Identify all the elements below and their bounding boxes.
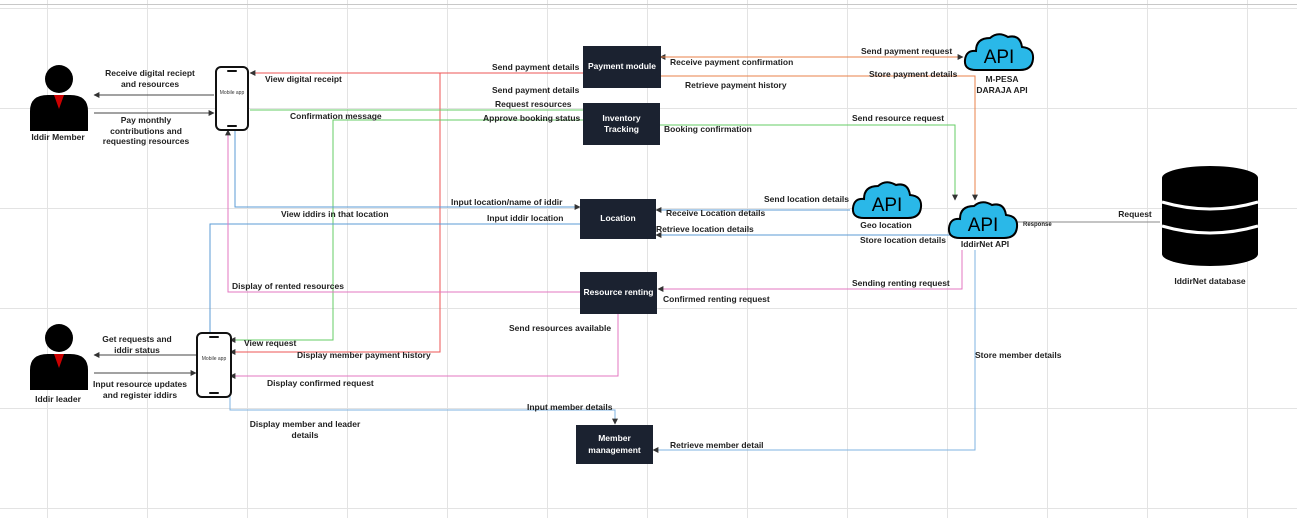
resource-renting-box: Resource renting [580,272,657,314]
label-view-receipt: View digital receipt [265,74,342,84]
member-app-label: Mobile app [219,90,245,96]
phone-notch [227,70,237,72]
label-pay-monthly-text: Pay monthly contributions and requesting… [102,115,190,147]
label-approve-booking: Approve booking status [483,113,581,123]
label-send-payment-details-2: Send payment details [492,85,580,95]
label-receive-receipt-text: Receive digital reciept and resources [105,68,195,89]
geo-location-label: Geo location [860,220,912,230]
label-store-payment-details: Store payment details [869,69,958,79]
label-input-location-name: Input location/name of iddir [451,197,563,207]
label-display-confirmed: Display confirmed request [267,378,374,388]
inventory-tracking-box: Inventory Tracking [583,103,660,145]
label-booking-confirmation: Booking confirmation [664,124,752,134]
location-box: Location [580,199,656,239]
label-display-member-leader: Display member and leader details [245,419,365,440]
label-store-member-details: Store member details [975,350,1062,360]
database-label: IddirNet database [1174,276,1246,286]
geo-api-text: API [872,195,903,216]
label-receive-location-details: Receive Location details [666,208,766,218]
label-display-rented: Display of rented resources [232,281,344,291]
member-management-box: Member management [576,425,653,464]
label-input-iddir-location: Input iddir location [487,213,564,223]
label-confirmed-renting: Confirmed renting request [663,294,770,304]
phone-home-bar [227,125,237,127]
phone-notch [209,336,219,338]
geo-api-cloud-icon: API [851,181,923,219]
label-view-iddirs-location: View iddirs in that location [281,209,389,219]
leader-mobile-app: Mobile app [196,332,232,398]
member-mobile-app: Mobile app [215,66,249,131]
label-send-payment-request: Send payment request [861,46,953,56]
label-request-resources: Request resources [495,99,572,109]
label-store-location-details: Store location details [860,235,946,245]
label-receive-payment-confirmation: Receive payment confirmation [670,57,794,67]
leader-actor-label: Iddir leader [35,394,81,404]
payment-module-box: Payment module [583,46,661,88]
mpesa-api-text: API [984,47,1015,68]
leader-person-icon [30,324,88,390]
db-response-label: Response [1023,222,1052,228]
phone-home-bar [209,392,219,394]
label-input-resource-updates: Input resource updates and register iddi… [90,379,190,400]
label-receive-receipt: Receive digital reciept and resources [103,68,198,89]
canvas-top-border [0,4,1297,5]
label-get-requests-text: Get requests and iddir status [102,334,172,355]
label-retrieve-payment-history: Retrieve payment history [685,80,787,90]
label-sending-renting-request: Sending renting request [852,278,950,288]
member-actor-label: Iddir Member [31,132,85,142]
leader-app-label: Mobile app [201,356,227,362]
label-retrieve-member-detail: Retrieve member detail [670,440,764,450]
label-confirmation-message: Confirmation message [290,111,382,121]
db-request-label: Request [1118,209,1152,219]
database-icon [1161,166,1259,266]
label-view-request: View request [244,338,297,348]
label-input-member-details: Input member details [527,402,613,412]
label-send-location-details: Send location details [764,194,850,204]
label-pay-monthly: Pay monthly contributions and requesting… [100,115,192,147]
label-display-member-leader-text: Display member and leader details [249,419,361,440]
member-person-icon [30,65,88,131]
iddirnet-api-label: IddirNet API [960,239,1010,249]
label-retrieve-location-details: Retrieve location details [656,224,754,234]
iddirnet-api-cloud-icon: API [947,201,1019,239]
label-display-payment-history: Display member payment history [297,350,431,360]
mpesa-api-cloud-icon: API [963,33,1035,71]
label-input-resource-updates-text: Input resource updates and register iddi… [93,379,187,400]
label-get-requests: Get requests and iddir status [97,334,177,355]
mpesa-api-label: M-PESA DARAJA API [976,74,1028,95]
label-send-resource-request: Send resource request [852,113,945,123]
iddirnet-api-text: API [968,215,999,236]
label-send-resources-available: Send resources available [509,323,612,333]
label-send-payment-details-1: Send payment details [492,62,580,72]
